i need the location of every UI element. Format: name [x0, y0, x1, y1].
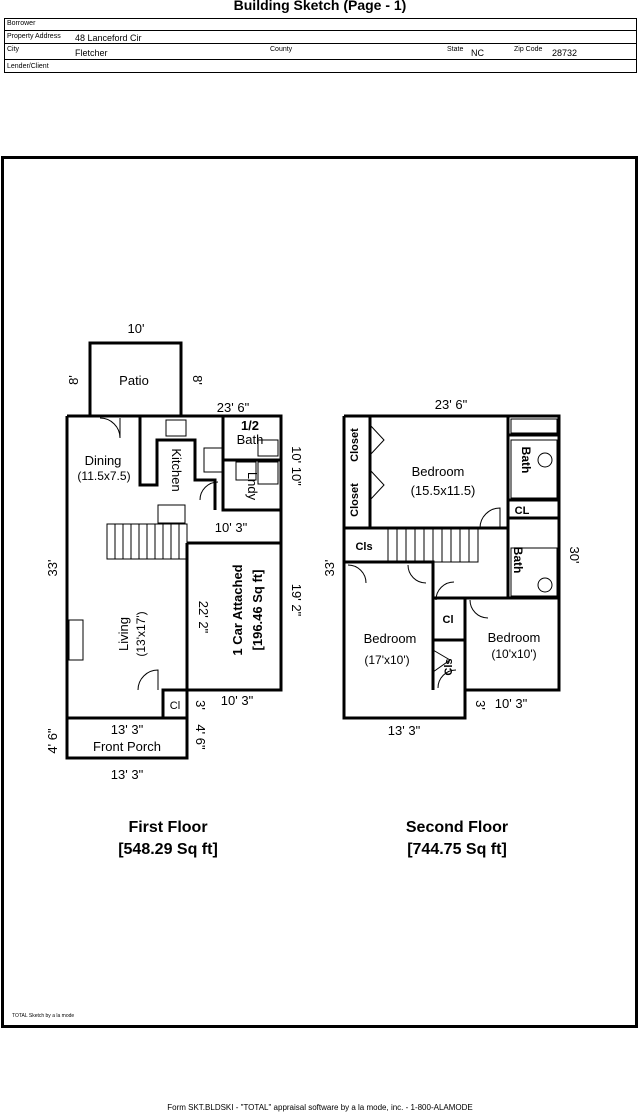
cl-small-label: CL [515, 505, 530, 517]
zip-value: 28732 [552, 48, 578, 58]
sf-bottom-left: 13' 3" [388, 723, 421, 738]
sketch-frame [1, 156, 638, 1028]
ff-garage-right: 19' 2" [289, 584, 304, 617]
ff-porch-left: 4' 6" [45, 728, 60, 754]
zip-label: Zip Code [514, 46, 543, 53]
patio-label: Patio [119, 373, 149, 388]
ff-garage-bottom: 10' 3" [221, 693, 254, 708]
garage-label-2: [196.46 Sq ft] [250, 570, 265, 651]
ff-top-width: 23' 6" [217, 400, 250, 415]
property-address-value: 48 Lanceford Cir [75, 33, 142, 43]
lender-row: Lender/Client [5, 60, 636, 74]
ff-garage-inner: 22' 2" [196, 601, 211, 634]
garage-label-1: 1 Car Attached [230, 564, 245, 655]
ff-porch-right: 4' 6" [193, 724, 208, 750]
cls-left-label: Cls [355, 541, 372, 553]
closet-label: Cl [170, 700, 180, 712]
sf-left-height: 33' [322, 560, 337, 577]
city-value: Fletcher [75, 48, 108, 58]
borrower-label: Borrower [7, 20, 36, 27]
ff-small-3: 3' [193, 700, 208, 710]
ff-left-height: 33' [45, 560, 60, 577]
bedroom-main-size: (15.5x11.5) [411, 483, 476, 498]
property-header: Borrower Property Address 48 Lanceford C… [4, 18, 637, 73]
county-label: County [270, 46, 293, 53]
ff-porch-top: 13' 3" [111, 722, 144, 737]
address-row: Property Address 48 Lanceford Cir [5, 31, 636, 44]
sf-top-width: 23' 6" [435, 397, 468, 412]
bath-mid-label: Bath [511, 547, 525, 574]
living-size: (13'x17') [134, 611, 148, 656]
lender-label: Lender/Client [7, 63, 49, 70]
page-title: Building Sketch (Page - 1) [233, 0, 407, 13]
living-label: Living [116, 617, 131, 651]
second-floor-area: [744.75 Sq ft] [407, 841, 507, 858]
half-bath-label-1: 1/2 [241, 418, 259, 433]
bath-top-label: Bath [519, 447, 533, 474]
second-floor-caption: Second Floor [406, 819, 508, 836]
sf-bottom-right: 10' 3" [495, 696, 528, 711]
sf-right-height: 30' [567, 547, 582, 564]
closet-a-label: Closet [349, 428, 361, 462]
sf-small-3: 3' [473, 700, 488, 710]
state-value: NC [471, 48, 484, 58]
kitchen-label: Kitchen [169, 448, 184, 491]
bedroom-left-label: Bedroom [364, 631, 417, 646]
patio-dim-right: 8' [190, 375, 205, 385]
city-row: City Fletcher County State NC Zip Code 2… [5, 44, 636, 60]
patio-dim-top: 10' [128, 321, 145, 336]
ff-right-upper: 10' 10" [289, 446, 304, 486]
front-porch-outline [65, 716, 189, 760]
bedroom-left-size: (17'x10') [364, 653, 409, 667]
dining-size: (11.5x7.5) [77, 469, 130, 483]
city-label: City [7, 46, 20, 53]
first-floor-area: [548.29 Sq ft] [118, 841, 218, 858]
ff-garage-top: 10' 3" [215, 520, 248, 535]
closet-outline [161, 688, 189, 720]
bedroom-right-label: Bedroom [488, 630, 541, 645]
ff-porch-bottom: 13' 3" [111, 767, 144, 782]
first-floor-caption: First Floor [128, 819, 207, 836]
closet-b-label: Closet [349, 483, 361, 517]
bedroom-right-size: (10'x10') [491, 647, 536, 661]
laundry-label: Lndy [245, 472, 260, 501]
patio-dim-left: 8' [66, 375, 81, 385]
front-porch-label: Front Porch [93, 739, 161, 754]
property-address-label: Property Address [7, 33, 61, 40]
borrower-row: Borrower [5, 19, 636, 31]
sketch-credit: TOTAL Sketch by a la mode [12, 1013, 75, 1019]
half-bath-label-2: Bath [237, 432, 264, 447]
state-label: State [447, 46, 464, 53]
page-footer: Form SKT.BLDSKI - "TOTAL" appraisal soft… [167, 1103, 473, 1112]
cls-center-label: Cls [443, 658, 455, 675]
dining-label: Dining [85, 453, 122, 468]
bedroom-main-label: Bedroom [412, 464, 465, 479]
cl-center-label: Cl [443, 614, 454, 626]
